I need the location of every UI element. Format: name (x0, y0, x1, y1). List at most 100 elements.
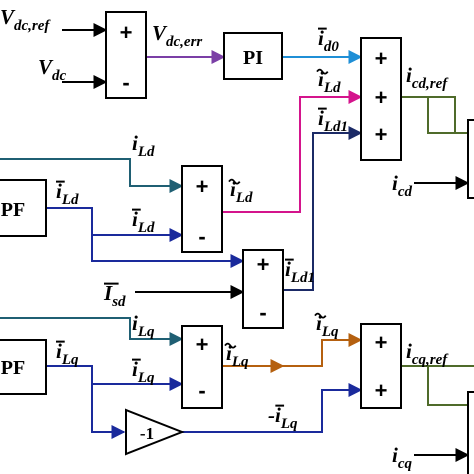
label-icd: icd (392, 171, 413, 200)
label-base: i (392, 443, 398, 467)
wire-iLq-bar (46, 365, 184, 391)
wire-icq-ref (400, 365, 474, 406)
wire-iLd-in (0, 158, 184, 193)
controller-d-block (467, 119, 474, 199)
label-tilde-mark (314, 312, 327, 319)
label-subscript: Ld1 (290, 270, 315, 286)
summer-d-plus-1: + (375, 46, 388, 71)
label-subscript: dc,ref (14, 18, 51, 34)
gain-label: -1 (140, 424, 154, 443)
wire-icd-ref (400, 96, 474, 134)
subtractor-q-plus: + (196, 332, 209, 357)
label-subscript: Lq (61, 352, 79, 368)
label-base: i (132, 357, 138, 381)
subtractor-d-tilde-block (181, 165, 223, 253)
label-id0: id0 (318, 26, 339, 55)
label-subscript: Lq (137, 370, 155, 386)
gain-block (125, 408, 185, 456)
pi-block (223, 32, 283, 80)
label-subscript: Lq (280, 416, 298, 432)
label-tilde-mark (228, 178, 241, 185)
summer-vdc-minus: - (122, 70, 129, 95)
label-icd-ref: icd,ref (406, 63, 449, 92)
label-base: i (56, 179, 62, 203)
label-subscript: Ld (323, 80, 341, 96)
label-base: i (392, 171, 398, 195)
label-subscript: Ld (137, 144, 155, 160)
lpf-q-block (0, 339, 47, 395)
wire-iLd-bar-down (91, 235, 245, 268)
label-subscript: Ld1 (323, 119, 348, 135)
label-Isd: Isd (103, 281, 126, 310)
summer-vdc-block (105, 11, 147, 99)
label-subscript: d0 (324, 39, 340, 55)
label-icq-ref: icq,ref (406, 339, 449, 368)
label-iLq-tilde-top: iLq (316, 311, 339, 340)
label-iLq-bar-sub: iLq (132, 357, 155, 386)
controller-q-block (467, 391, 474, 474)
subtractor-d1-plus: + (257, 252, 270, 277)
label-subscript: cq,ref (412, 352, 449, 368)
summer-q-ref-block (360, 323, 402, 409)
label-subscript: Ld (61, 192, 79, 208)
wire-iLq-to-gain (91, 384, 126, 439)
label-base: i (318, 67, 324, 91)
label-tilde-mark (224, 342, 237, 349)
lpf-d-label: PF (1, 199, 25, 221)
label-iLd1-bar-top: iLd1 (318, 106, 348, 135)
label-base: i (226, 341, 232, 365)
label-base: i (132, 207, 138, 231)
label-subscript: Ld (235, 190, 253, 206)
label-subscript: Ld (137, 220, 155, 236)
subtractor-q-minus: - (198, 378, 205, 403)
subtractor-d-tilde-minus: - (198, 224, 205, 249)
label-neg-iLq: -iLq (268, 403, 298, 432)
label-base: i (132, 131, 138, 155)
label-iLq-in: iLq (132, 311, 155, 340)
label-base: i (285, 257, 291, 281)
wire-iLd-bar (46, 207, 184, 242)
lpf-d-block (0, 179, 47, 237)
subtractor-d-tilde-plus: + (196, 174, 209, 199)
summer-d-plus-2: + (375, 85, 388, 110)
summer-d-plus-3: + (375, 122, 388, 147)
label-base: i (316, 311, 322, 335)
subtractor-d1-minus: - (259, 300, 266, 325)
label-base: i (406, 339, 412, 363)
label-base: i (230, 177, 236, 201)
label-iLd-tilde-top: iLd (318, 67, 341, 96)
label-base: i (132, 311, 138, 335)
label-subscript: dc,err (166, 34, 202, 50)
subtractor-q-block (181, 325, 223, 409)
label-prefix: - (268, 403, 275, 427)
label-iLd-bar-sub: iLd (132, 207, 155, 236)
label-base: V (38, 55, 54, 79)
label-base: V (152, 21, 168, 45)
label-base: V (0, 5, 16, 29)
label-vdc: Vdc (38, 55, 67, 84)
lpf-q-label: PF (1, 357, 25, 379)
label-base: I (103, 281, 113, 305)
label-subscript: cq (398, 456, 413, 472)
wire-iLd1 (283, 126, 363, 291)
label-subscript: dc (52, 68, 67, 84)
label-base: i (318, 26, 324, 50)
label-iLd-bar-lpf: iLd (56, 179, 79, 208)
label-tilde-mark (316, 68, 329, 75)
label-base: i (56, 339, 62, 363)
subtractor-d1-block (242, 249, 284, 329)
label-icq: icq (392, 443, 413, 472)
label-subscript: sd (111, 294, 126, 310)
label-vdc-err: Vdc,err (152, 21, 202, 50)
wire-neg-iLq (182, 383, 363, 433)
label-subscript: cd,ref (412, 76, 449, 92)
label-iLq-tilde-out: iLq (226, 341, 249, 370)
label-subscript: Lq (321, 324, 339, 340)
label-iLd-in: iLd (132, 131, 155, 160)
summer-q-plus-1: + (375, 330, 388, 355)
label-base: i (275, 403, 281, 427)
wire-icd-ref-branch (427, 97, 455, 134)
wire-iLq-tilde-up (283, 333, 363, 367)
label-iLq-bar-lpf: iLq (56, 339, 79, 368)
